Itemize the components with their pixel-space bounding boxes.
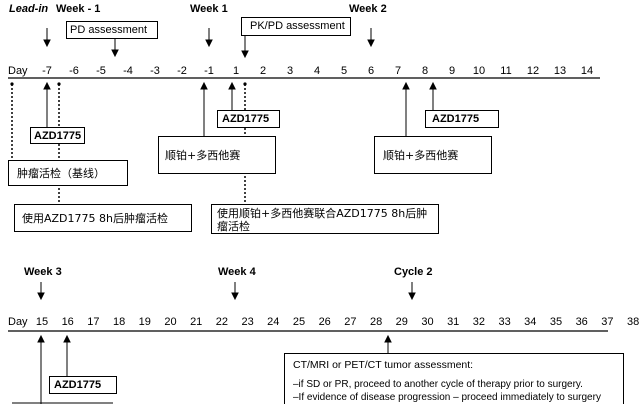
biopsy-combo-box: 使用顺铂+多西他赛联合AZD1775 8h后肿 瘤活检: [211, 204, 439, 234]
biopsy-azd-text: 使用AZD1775 8h后肿瘤活检: [22, 212, 168, 225]
arrow-pkpd-assessment: [241, 36, 249, 59]
day-tick-label: 8: [421, 65, 429, 77]
day-tick-label: 13: [553, 65, 567, 77]
azd-box-day-16: AZD1775: [49, 376, 117, 394]
arrow-week-3: [37, 282, 45, 301]
day-tick-label: 16: [61, 316, 74, 328]
cisplatin-box-day-8: 顺铂+多西他赛: [374, 136, 492, 174]
arrow-cisplatin-day-15: [37, 334, 45, 404]
day-tick-label: -2: [177, 65, 187, 77]
day-tick-label: -5: [96, 65, 106, 77]
arrow-tumor-assessment-day-28: [384, 334, 392, 353]
day-tick-label: 31: [447, 316, 460, 328]
biopsy-baseline-text: 肿瘤活检（基线）: [17, 167, 105, 180]
day-tick-label: 27: [344, 316, 357, 328]
biopsy-azd-box: 使用AZD1775 8h后肿瘤活检: [14, 204, 192, 232]
day-tick-label: -6: [69, 65, 79, 77]
arrow-week-2: [367, 28, 375, 48]
pd-assessment-text: PD assessment: [70, 24, 148, 36]
arrow-azd-day-9: [429, 81, 437, 110]
day-tick-label: -7: [42, 65, 52, 77]
arrow-azd-day-16: [63, 334, 71, 376]
pkpd-assessment-box: PK/PD assessment: [241, 17, 351, 36]
biopsy-baseline-box: 肿瘤活检（基线）: [8, 160, 128, 186]
day-tick-label: 24: [267, 316, 280, 328]
arrow-cisplatin-day-1: [200, 81, 208, 136]
day-tick-label: 23: [241, 316, 254, 328]
azd-box-day-9: AZD1775: [425, 110, 499, 128]
day-tick-label: 20: [164, 316, 177, 328]
day-tick-label: 17: [87, 316, 100, 328]
tumor-assessment-line1: –if SD or PR, proceed to another cycle o…: [293, 379, 583, 390]
day-tick-label: 21: [190, 316, 203, 328]
week-4-label: Week 4: [218, 266, 256, 278]
arrow-cisplatin-day-8: [402, 81, 410, 136]
azd-text-day-9: AZD1775: [432, 113, 480, 125]
biopsy-combo-text-line2: 瘤活检: [217, 220, 250, 233]
arrow-pd-assessment: [111, 38, 119, 58]
week-1-label: Week 1: [190, 3, 228, 15]
week-minus-1-label: Week - 1: [56, 3, 101, 15]
day-tick-label: 35: [549, 316, 563, 328]
day-tick-label: 15: [35, 316, 49, 328]
arrow-week-4: [231, 282, 239, 301]
tumor-assessment-box: CT/MRI or PET/CT tumor assessment: –if S…: [284, 353, 624, 404]
day-tick-label: 7: [394, 65, 402, 77]
day-tick-label: 33: [498, 316, 511, 328]
day-tick-label: 10: [472, 65, 486, 77]
pd-assessment-box: PD assessment: [66, 21, 158, 39]
azd-text-day-2: AZD1775: [222, 113, 270, 125]
day-tick-label: 4: [313, 65, 321, 77]
day-tick-label: 26: [318, 316, 331, 328]
cisplatin-text-day-1: 顺铂+多西他赛: [165, 149, 241, 162]
day-tick-label: 37: [601, 316, 614, 328]
day-tick-label: 9: [448, 65, 456, 77]
arrow-azd-day-minus-7: [43, 81, 51, 127]
day-tick-label: 19: [138, 316, 151, 328]
arrow-azd-day-2: [228, 81, 236, 110]
day-tick-label: 1: [232, 65, 240, 77]
biopsy-combo-text-line1: 使用顺铂+多西他赛联合AZD1775 8h后肿: [217, 207, 428, 220]
azd-box-day-2: AZD1775: [217, 110, 280, 128]
lead-in-label: Lead-in: [9, 3, 49, 15]
arrow-cycle-2: [408, 282, 416, 301]
week-2-label: Week 2: [349, 3, 387, 15]
day-tick-label: 5: [340, 65, 348, 77]
day-tick-label: 11: [500, 65, 512, 77]
cisplatin-box-day-1: 顺铂+多西他赛: [158, 136, 276, 174]
week-3-label: Week 3: [24, 266, 62, 278]
top-day-label: Day: [8, 65, 28, 77]
cycle-2-label: Cycle 2: [394, 266, 433, 278]
day-tick-label: 14: [580, 65, 594, 77]
day-tick-label: -1: [204, 65, 214, 77]
day-tick-label: 2: [259, 65, 267, 77]
arrow-week-1: [205, 28, 213, 48]
day-tick-label: 30: [421, 316, 434, 328]
azd-text-day-minus-7: AZD1775: [34, 130, 82, 142]
cisplatin-text-day-8: 顺铂+多西他赛: [383, 149, 459, 162]
bottom-day-label: Day: [8, 316, 28, 328]
day-tick-label: 38: [626, 316, 640, 328]
day-tick-label: 25: [292, 316, 306, 328]
day-tick-label: 3: [286, 65, 294, 77]
day-tick-label: -4: [123, 65, 133, 77]
tumor-assessment-title: CT/MRI or PET/CT tumor assessment:: [293, 359, 474, 371]
azd-box-day-minus-7: AZD1775: [30, 127, 85, 144]
day-tick-label: 12: [526, 65, 540, 77]
azd-text-day-16: AZD1775: [54, 379, 102, 391]
pkpd-assessment-text: PK/PD assessment: [250, 20, 345, 32]
day-tick-label: 6: [367, 65, 375, 77]
day-tick-label: 28: [369, 316, 383, 328]
day-tick-label: 18: [112, 316, 126, 328]
tumor-assessment-line2: –If evidence of disease progression – pr…: [293, 392, 601, 403]
day-tick-label: 32: [472, 316, 486, 328]
day-tick-label: 22: [215, 316, 229, 328]
day-tick-label: 36: [575, 316, 588, 328]
day-tick-label: 34: [524, 316, 537, 328]
day-tick-label: -3: [150, 65, 160, 77]
arrow-week-minus-1: [43, 28, 51, 48]
day-tick-label: 29: [395, 316, 408, 328]
